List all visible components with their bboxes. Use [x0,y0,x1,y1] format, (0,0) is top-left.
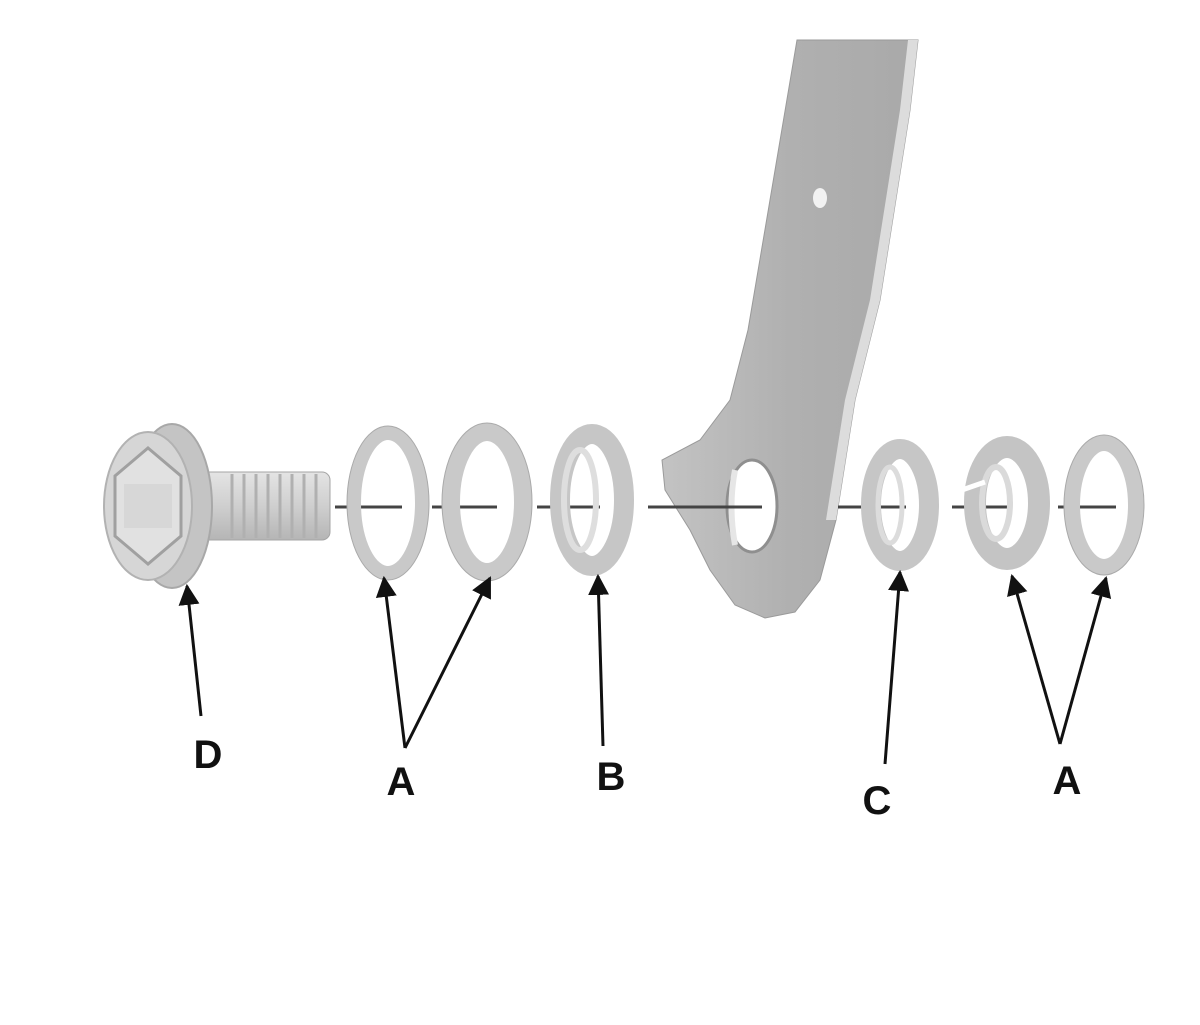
washer-a-1 [346,425,430,581]
washer-a-2 [441,422,533,582]
washer-a-4 [1063,434,1145,576]
callout-label-d: D [194,733,223,777]
washer-c [861,439,939,571]
washer-a-3 [961,436,1050,570]
arrow-b [588,573,610,747]
arrow-a-left-1 [375,575,407,749]
flange-bolt [103,423,331,589]
callout-label-a-right: A [1053,759,1082,803]
callout-label-b: B [597,755,626,799]
arrow-a-right-1 [1007,573,1062,745]
callout-labels: D A B C A [194,733,1082,823]
arrow-a-left-2 [403,576,492,749]
arrow-a-right-2 [1058,575,1112,745]
arrow-d [178,583,203,717]
bracket-small-hole [813,188,827,208]
callout-label-a-left: A [387,760,416,804]
callout-label-c: C [863,779,892,823]
arrow-c [883,569,909,765]
washer-b [550,424,634,576]
callout-arrows [178,569,1112,765]
